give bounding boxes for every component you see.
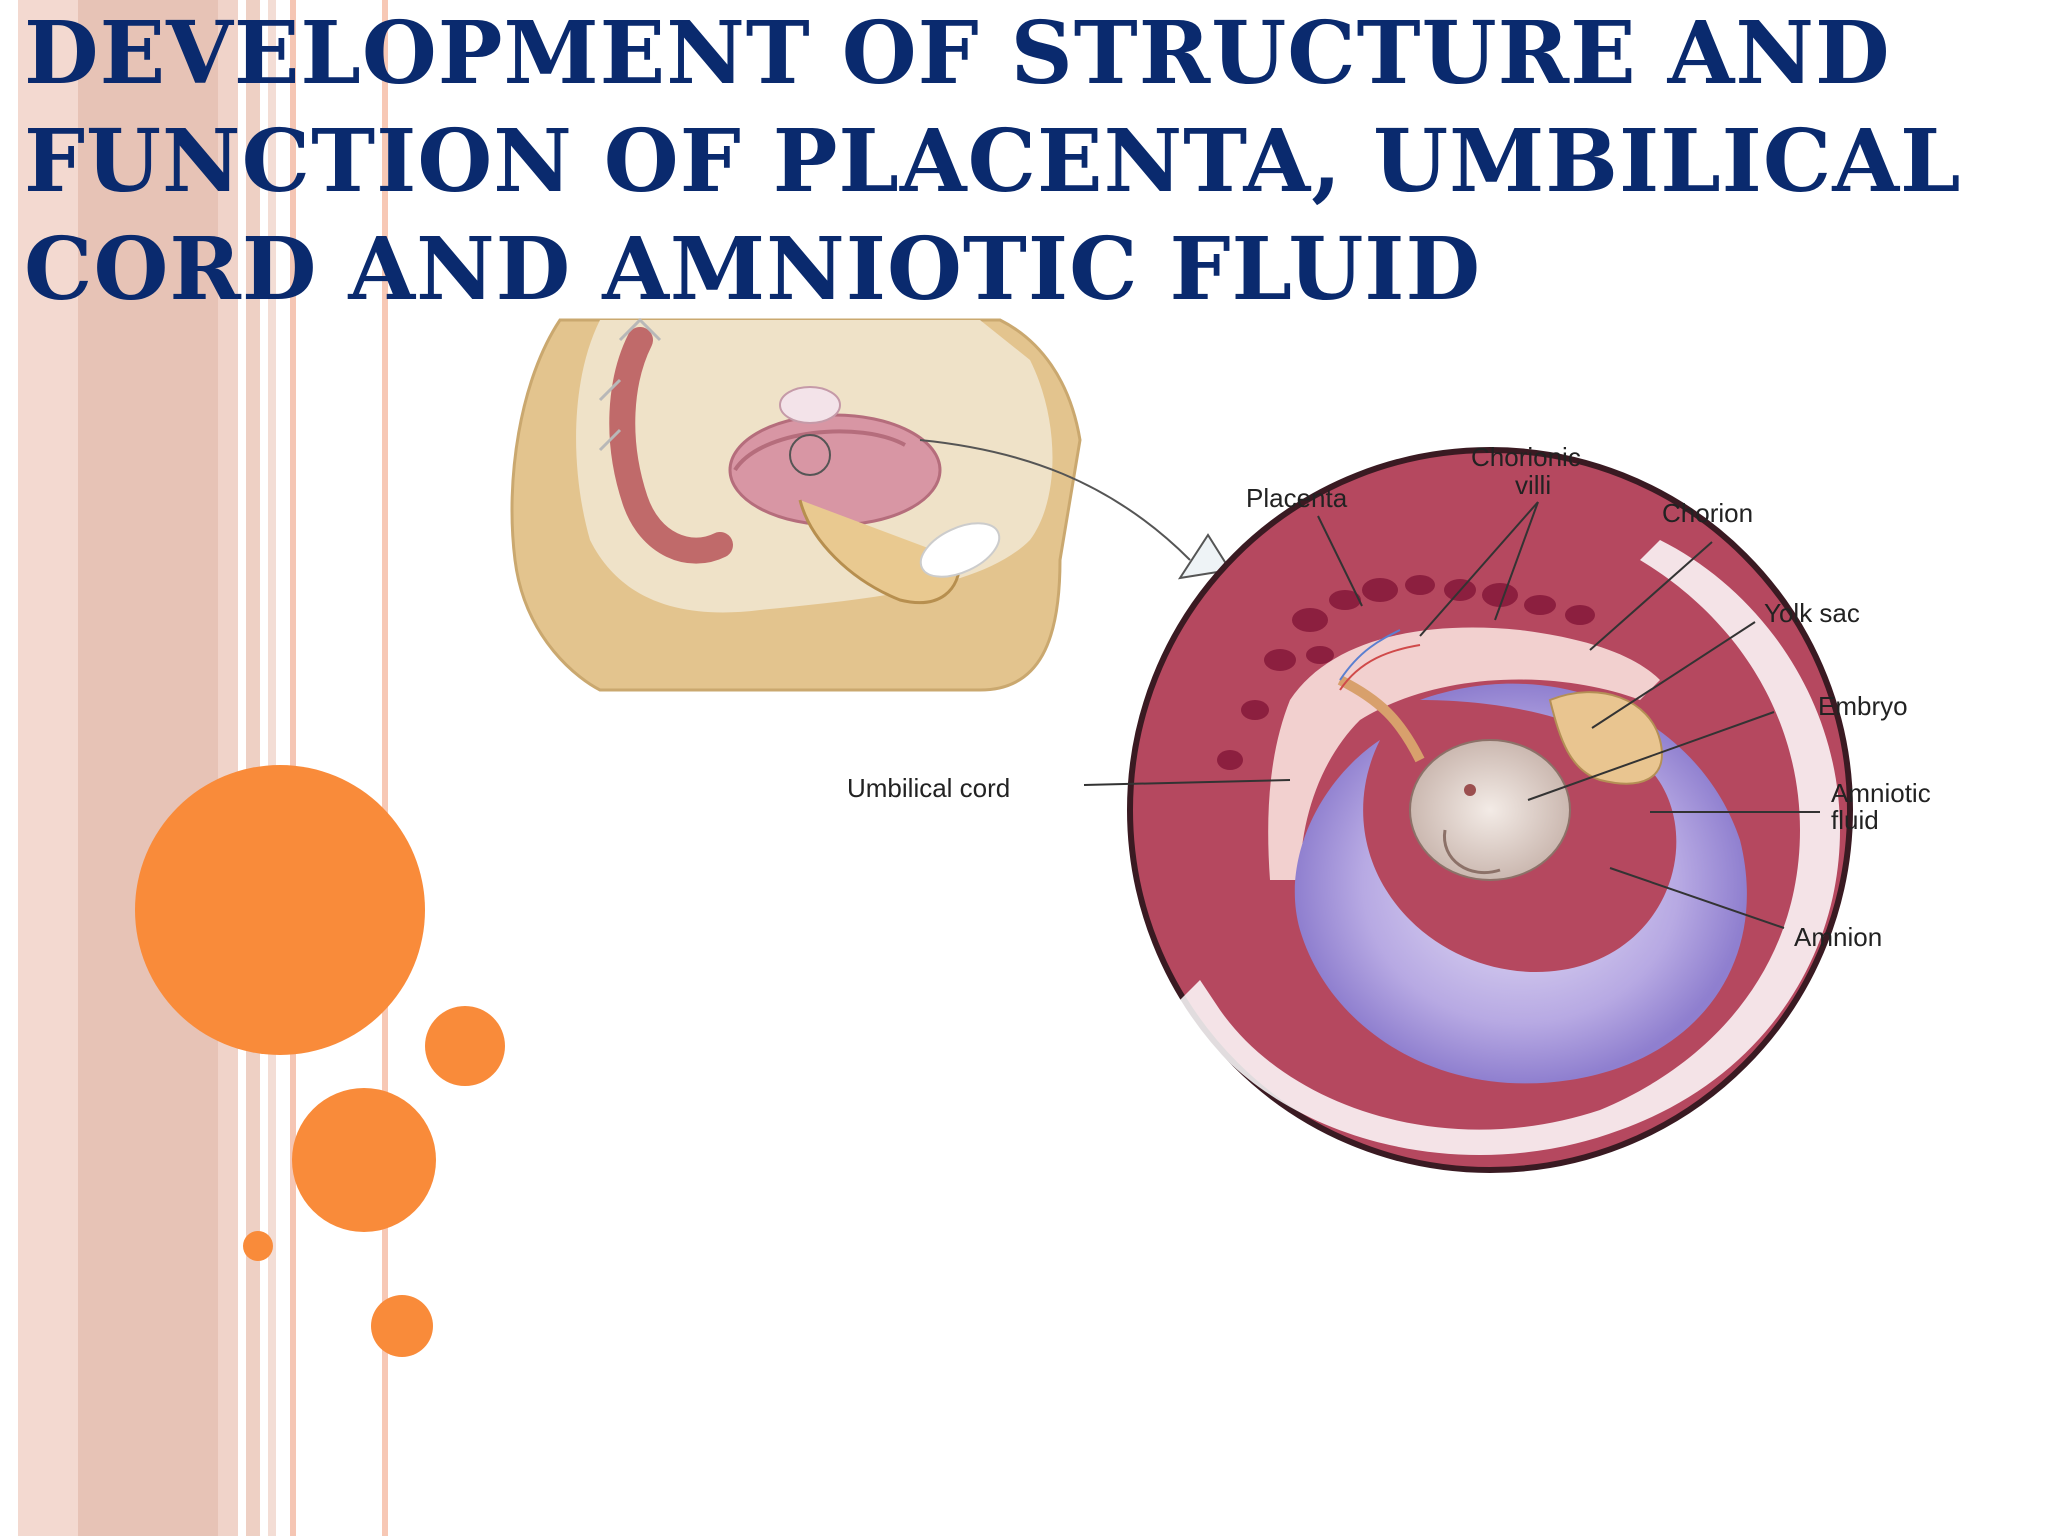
label-amniotic-fluid-2: fluid [1831,805,1879,835]
orange-circle-medium [425,1006,505,1086]
curved-arrow [919,439,1191,561]
orange-circle-small [243,1231,273,1261]
orange-circle-small-2 [371,1295,433,1357]
label-amnion: Amnion [1794,922,1882,952]
label-leader-lines [1083,501,1820,929]
slide-title-line-1: DEVELOPMENT OF STRUCTURE AND [24,3,1891,104]
orange-circle-large [135,765,425,1055]
slide-title: DEVELOPMENT OF STRUCTURE AND FUNCTION OF… [24,0,2024,324]
arrow-head [1177,533,1232,580]
decorative-circles [135,765,505,1357]
label-umbilical-cord: Umbilical cord [847,773,1010,803]
orange-circle-medium-2 [292,1088,436,1232]
label-placenta: Placenta [1246,483,1348,513]
pelvis-section-image [510,317,1082,692]
label-chorionic-villi-2: villi [1515,470,1551,500]
label-yolk-sac: Yolk sac [1764,598,1860,628]
label-embryo: Embryo [1818,691,1908,721]
label-chorionic-villi-1: Chorionic [1471,442,1581,472]
label-chorion: Chorion [1662,498,1753,528]
label-amniotic-fluid-1: Amniotic [1831,778,1931,808]
slide-title-line-2: FUNCTION OF PLACENTA, UMBILICAL [24,111,1962,212]
slide-title-line-3: CORD AND AMNIOTIC FLUID [24,219,1482,320]
gestational-sac-detail [1127,447,1853,1173]
